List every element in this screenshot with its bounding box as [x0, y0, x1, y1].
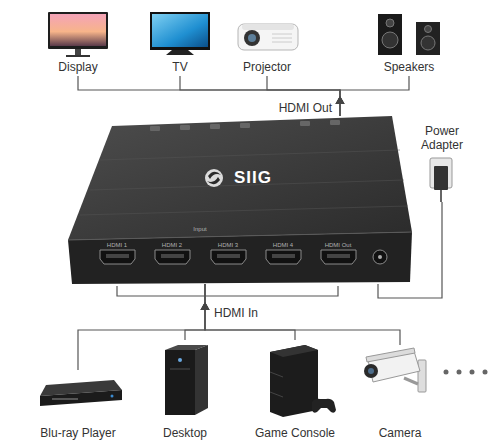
console-node: Game Console: [245, 340, 345, 442]
node-label: Game Console: [255, 426, 335, 440]
connector: [180, 76, 345, 116]
tv-node: TV: [143, 8, 217, 76]
power-adapter-illustration: [430, 158, 452, 202]
more-dots: [444, 370, 488, 375]
camera-node: Camera: [352, 345, 448, 442]
node-label: Projector: [243, 60, 291, 74]
desktop-node: Desktop: [150, 340, 220, 442]
arrow-head: [201, 302, 210, 310]
group-label: Input: [193, 226, 206, 233]
node-label: Blu-ray Player: [40, 426, 115, 440]
arrow-head: [336, 96, 345, 104]
connector-line: [78, 76, 340, 116]
port-bracket: [117, 286, 338, 296]
connector: [78, 76, 345, 116]
projector-illustration: [238, 24, 298, 50]
port-label: HDMI 1: [107, 242, 127, 249]
connector: [336, 76, 410, 116]
port-label: HDMI 4: [273, 242, 293, 249]
connector: [201, 284, 401, 345]
connector-line: [378, 202, 442, 298]
connector: [78, 284, 210, 370]
node-label: Desktop: [163, 426, 207, 440]
port-label: HDMI Out: [325, 242, 352, 249]
camera-illustration: [364, 348, 426, 392]
connector-line: [205, 284, 400, 345]
connector-line: [78, 284, 205, 370]
hdmi-switch-box: SIIG: [68, 116, 412, 284]
node-label: Camera: [379, 426, 422, 440]
node-label: TV: [172, 60, 187, 74]
bluray-node: Blu-ray Player: [30, 370, 126, 442]
arrow-head: [201, 302, 210, 310]
node-label: Power Adapter: [412, 122, 472, 152]
arrow-head: [201, 302, 210, 310]
connector-line: [267, 76, 340, 116]
connector: [267, 76, 345, 116]
arrow-head: [336, 96, 345, 104]
edge-label: HDMI In: [212, 306, 260, 320]
tv-illustration: [150, 12, 210, 55]
connector: [185, 284, 210, 340]
arrow-head: [336, 96, 345, 104]
port-label: HDMI 2: [162, 242, 182, 249]
speakers-illustration: [378, 14, 440, 55]
desktop-illustration: [165, 345, 208, 415]
connector: [378, 202, 442, 298]
connector-line: [205, 284, 295, 340]
node-label: SIIG: [234, 168, 272, 188]
node-label: Speakers: [384, 60, 435, 74]
node-label: Display: [58, 60, 97, 74]
power-adapter-node: Power Adapter: [412, 122, 472, 202]
speakers-node: Speakers: [370, 8, 448, 76]
display-node: Display: [40, 8, 116, 76]
arrow-head: [201, 302, 210, 310]
hdmi-switch-illustration: [68, 116, 412, 284]
game-console-illustration: [270, 345, 336, 417]
connector-line: [185, 284, 205, 340]
projector-node: Projector: [228, 8, 306, 76]
bluray-illustration: [40, 380, 122, 406]
edge-label: HDMI Out: [277, 101, 334, 115]
arrow-head: [336, 96, 345, 104]
display-illustration: [48, 12, 108, 57]
connector-line: [340, 76, 409, 116]
connector: [201, 284, 296, 340]
connector-line: [180, 76, 340, 116]
port-label: HDMI 3: [218, 242, 238, 249]
